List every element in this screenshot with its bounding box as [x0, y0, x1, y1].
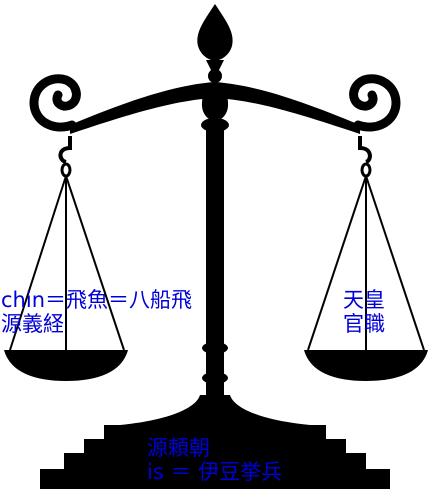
base-line-2: is ＝ 伊豆挙兵 [147, 460, 283, 484]
right-pan [304, 350, 428, 381]
finial-neck [206, 60, 224, 70]
base-step-1 [104, 425, 326, 439]
finial-knob [208, 69, 222, 83]
left-chain-1 [9, 175, 67, 351]
left-hook [58, 136, 72, 164]
left-chain-3 [65, 175, 125, 351]
left-pan-label: chin＝飛魚＝八船飛 源義経 [1, 288, 192, 336]
right-ring [360, 162, 372, 178]
beam-hub [201, 96, 229, 122]
right-chain-1 [307, 175, 367, 351]
beam [70, 82, 360, 134]
left-scroll [29, 74, 81, 132]
left-pan-line-1: chin＝飛魚＝八船飛 [1, 288, 192, 312]
column-collar-top [201, 118, 229, 132]
left-pan [4, 350, 128, 381]
right-chain-3 [365, 175, 425, 351]
column-collar [202, 342, 228, 354]
column [206, 118, 224, 408]
base-label: 源頼朝 is ＝ 伊豆挙兵 [147, 436, 282, 484]
base-step-4 [40, 469, 390, 489]
right-pan-label: 天皇 官職 [343, 288, 385, 336]
right-pan-line-2: 官職 [343, 312, 385, 336]
left-ring [60, 162, 72, 178]
base-flare [120, 395, 310, 425]
right-hook [358, 136, 372, 164]
base-line-1: 源頼朝 [147, 436, 210, 460]
column-collar-low [202, 372, 228, 384]
right-scroll [349, 74, 401, 132]
right-pan-line-1: 天皇 [343, 288, 385, 312]
finial [197, 4, 233, 61]
base-step-3 [64, 453, 366, 469]
base-step-2 [84, 439, 346, 453]
left-pan-line-2: 源義経 [1, 312, 64, 336]
